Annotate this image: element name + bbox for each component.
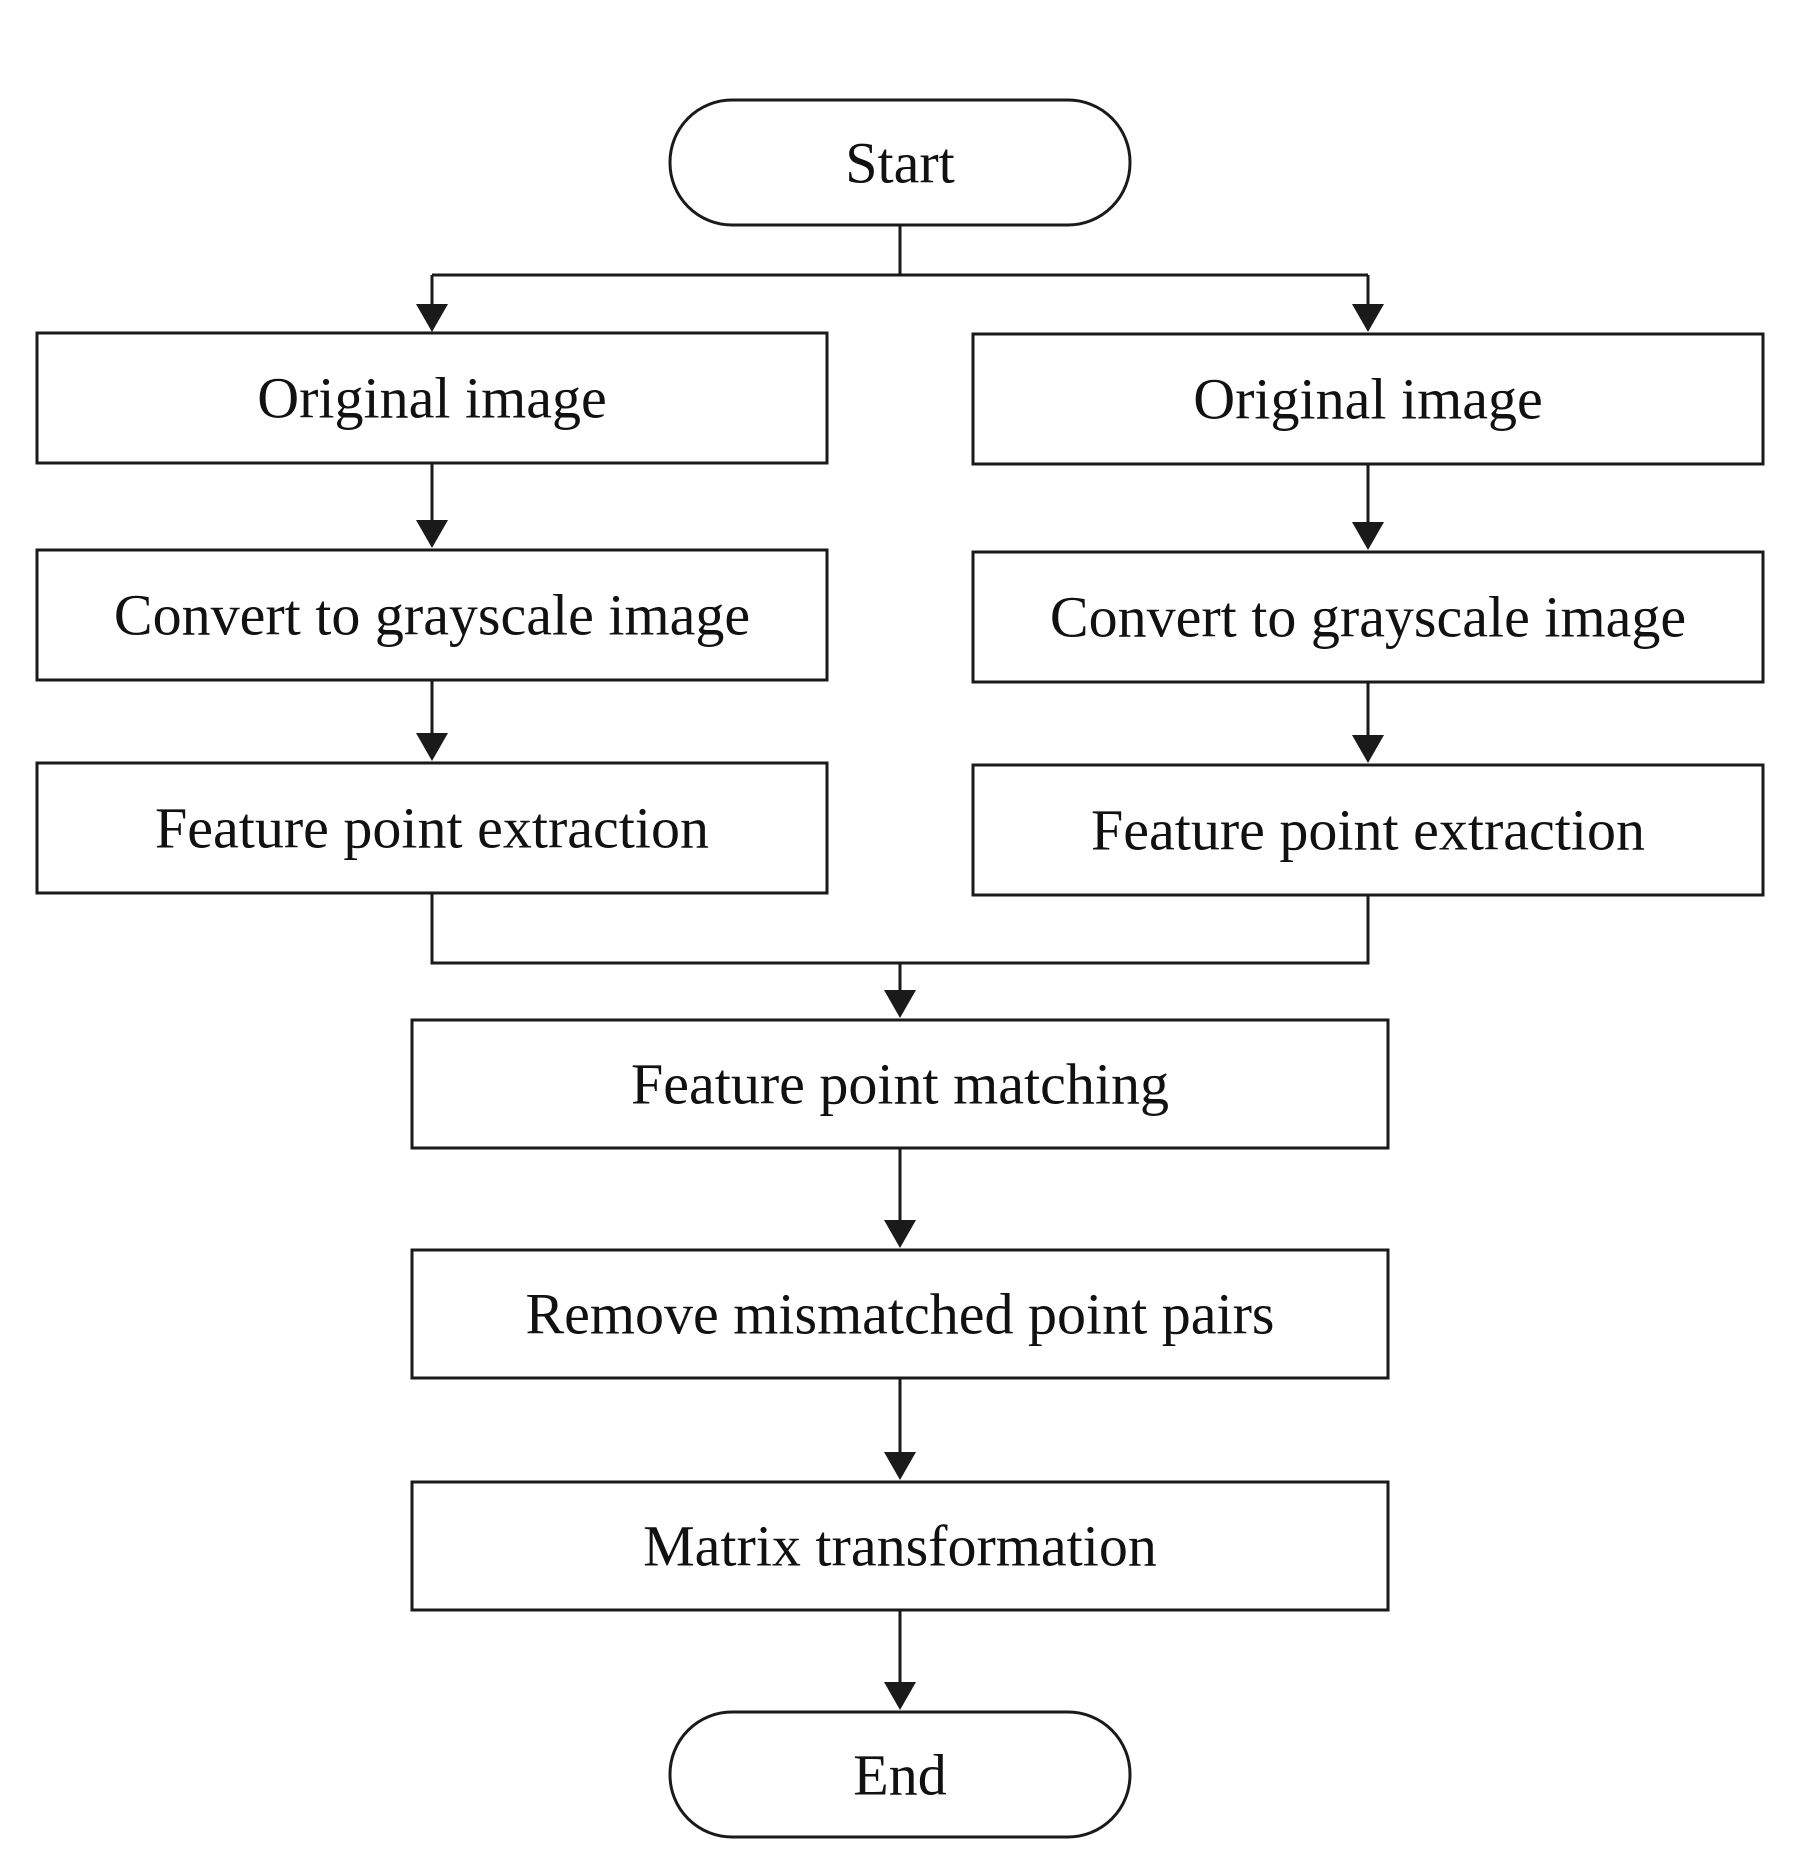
edge-right-extraction-merge — [900, 895, 1370, 965]
left-extraction-node: Feature point extraction — [35, 761, 829, 895]
left-grayscale-node: Convert to grayscale image — [35, 548, 829, 682]
arrowhead — [884, 1220, 916, 1248]
flowchart-edges — [416, 225, 1384, 1710]
start-node-label: Start — [845, 131, 955, 196]
remove-mismatch-node: Remove mismatched point pairs — [410, 1248, 1390, 1380]
right-original-image-node: Original image — [971, 332, 1765, 466]
matrix-transformation-node: Matrix transformation — [410, 1480, 1390, 1612]
arrowhead — [416, 733, 448, 761]
arrowhead — [1352, 522, 1384, 550]
start-node: Start — [668, 98, 1132, 227]
edge-left-extraction-merge — [430, 893, 900, 965]
right-grayscale-label: Convert to grayscale image — [1050, 585, 1686, 650]
left-extraction-label: Feature point extraction — [155, 796, 709, 861]
arrowhead — [416, 304, 448, 332]
right-extraction-node: Feature point extraction — [971, 763, 1765, 897]
left-original-image-label: Original image — [257, 366, 607, 431]
arrowhead — [884, 1682, 916, 1710]
left-grayscale-label: Convert to grayscale image — [114, 583, 750, 648]
end-node-label: End — [853, 1743, 946, 1808]
end-node: End — [668, 1710, 1132, 1839]
matching-node: Feature point matching — [410, 1018, 1390, 1150]
matrix-transformation-label: Matrix transformation — [643, 1514, 1157, 1579]
matching-label: Feature point matching — [631, 1052, 1169, 1117]
remove-mismatch-label: Remove mismatched point pairs — [525, 1282, 1274, 1347]
right-original-image-label: Original image — [1193, 367, 1543, 432]
arrowhead — [416, 520, 448, 548]
arrowhead — [1352, 304, 1384, 332]
right-extraction-label: Feature point extraction — [1091, 798, 1645, 863]
right-grayscale-node: Convert to grayscale image — [971, 550, 1765, 684]
arrowhead — [1352, 735, 1384, 763]
flowchart-nodes: Start Original image Original image Conv… — [35, 98, 1765, 1839]
arrowhead — [884, 990, 916, 1018]
arrowhead — [884, 1452, 916, 1480]
left-original-image-node: Original image — [35, 331, 829, 465]
